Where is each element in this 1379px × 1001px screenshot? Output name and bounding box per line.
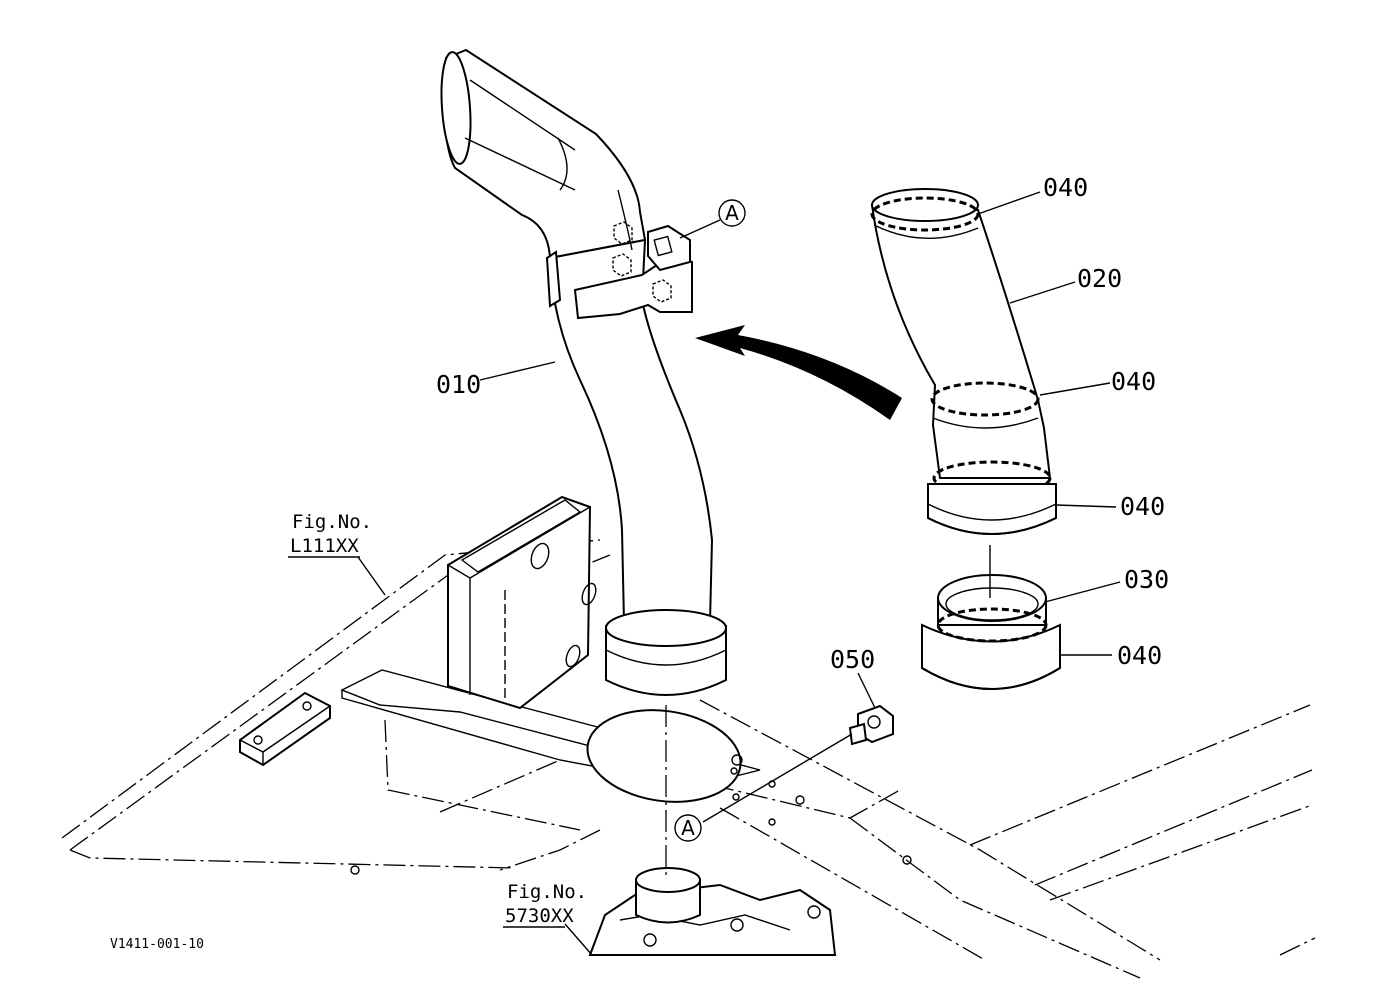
ref-a-bottom: A <box>674 814 702 842</box>
svg-text:L111XX: L111XX <box>290 535 359 557</box>
label-010: 010 <box>436 370 481 399</box>
svg-text:A: A <box>725 201 739 225</box>
label-040-top: 040 <box>1043 173 1088 202</box>
part-020-hose <box>870 188 1052 496</box>
label-020: 020 <box>1077 264 1122 293</box>
part-050-fitting <box>848 704 894 746</box>
ref-a-top: A <box>718 199 746 227</box>
svg-text:5730XX: 5730XX <box>505 905 574 927</box>
fig-ref-pump: Fig.No. 5730XX <box>503 881 587 928</box>
svg-text:Fig.No.: Fig.No. <box>292 511 372 533</box>
fig-ref-frame: Fig.No. L111XX <box>288 511 372 558</box>
label-050: 050 <box>830 645 875 674</box>
part-030-sleeve <box>921 574 1061 690</box>
svg-text:Fig.No.: Fig.No. <box>507 881 587 903</box>
drawing-id: V1411-001-10 <box>110 937 204 952</box>
label-040-bottom: 040 <box>1117 641 1162 670</box>
label-030: 030 <box>1124 565 1169 594</box>
label-040-mid: 040 <box>1111 367 1156 396</box>
svg-text:A: A <box>681 816 695 840</box>
part-010-pipe <box>440 48 727 696</box>
label-040-lower: 040 <box>1120 492 1165 521</box>
assembly-arrow <box>695 325 902 420</box>
machine-frame <box>61 495 1316 979</box>
pump-housing <box>588 867 837 956</box>
leader-lines <box>357 191 1121 956</box>
hose-end-clamp <box>927 483 1057 535</box>
